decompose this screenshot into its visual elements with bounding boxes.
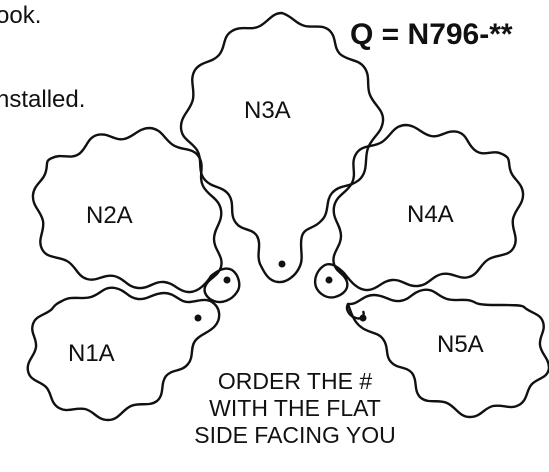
piece-n1a-dot [194,314,202,322]
piece-n1a-outline [26,286,221,422]
instruction-line-2: WITH THE FLAT [209,395,381,422]
piece-n5a-label: N5A [437,331,484,358]
piece-n5a: N5A [345,288,549,419]
piece-n1a-label: N1A [68,340,115,367]
instruction-line-1: ORDER THE # [217,368,373,394]
piece-n1a: N1A [26,286,221,422]
piece-n3a-label: N3A [244,97,291,124]
piece-n4a-dot [325,276,333,284]
piece-n3a-dot [278,260,286,268]
piece-n3a: N3A [179,11,385,284]
piece-n2a-outline [31,126,241,304]
piece-n5a-dot [359,314,367,322]
text-fragment-top: ook. [0,2,42,29]
part-code-label: Q = N796-** [350,18,513,51]
piece-n5a-outline [346,288,549,419]
instruction-line-3: SIDE FACING YOU [194,422,396,449]
piece-n4a: N4A [313,123,525,299]
text-fragment-middle: nstalled. [0,86,86,113]
piece-n2a: N2A [31,126,241,304]
piece-n4a-label: N4A [407,201,454,228]
piece-n3a-outline [179,11,385,284]
piece-n2a-label: N2A [86,202,133,229]
instruction-text: ORDER THE # WITH THE FLAT SIDE FACING YO… [160,368,430,449]
piece-n2a-dot [223,276,231,284]
piece-n4a-outline [313,123,525,299]
